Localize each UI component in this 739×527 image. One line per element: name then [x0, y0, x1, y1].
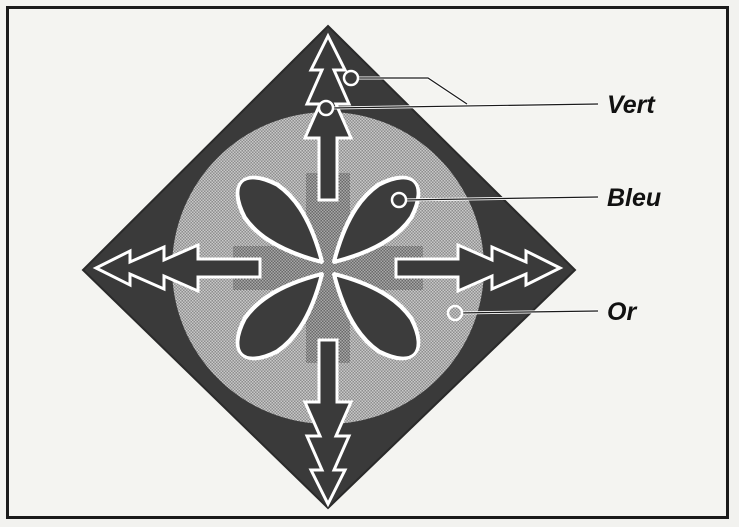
label-bleu: Bleu [607, 184, 661, 212]
label-vert: Vert [607, 91, 656, 119]
label-or: Or [607, 298, 637, 326]
